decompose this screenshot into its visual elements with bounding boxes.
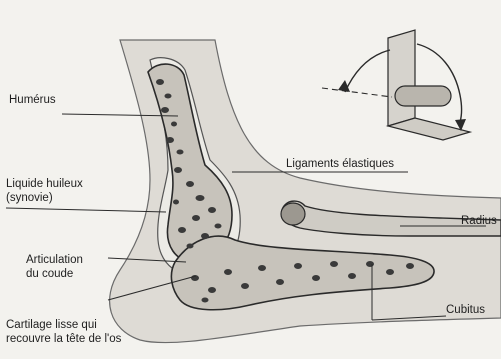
label-articulation-line2: du coude [26,267,116,281]
label-cartilage-line1: Cartilage lisse qui [6,318,166,332]
label-articulation-line1: Articulation [26,253,116,267]
label-ligaments: Ligaments élastiques [286,157,394,171]
label-cartilage: Cartilage lisse qui recouvre la tête de … [6,318,166,346]
radius-head [281,203,305,225]
label-cartilage-line2: recouvre la tête de l'os [6,332,166,346]
label-liquide-line1: Liquide huileux [6,177,116,191]
label-articulation: Articulation du coude [26,253,116,281]
label-liquide-line2: (synovie) [6,191,116,205]
label-liquide-huileux: Liquide huileux (synovie) [6,177,116,205]
label-humerus: Humérus [9,93,56,107]
label-radius: Radius [461,214,497,228]
hinge-icon [322,30,470,140]
label-cubitus: Cubitus [446,303,485,317]
